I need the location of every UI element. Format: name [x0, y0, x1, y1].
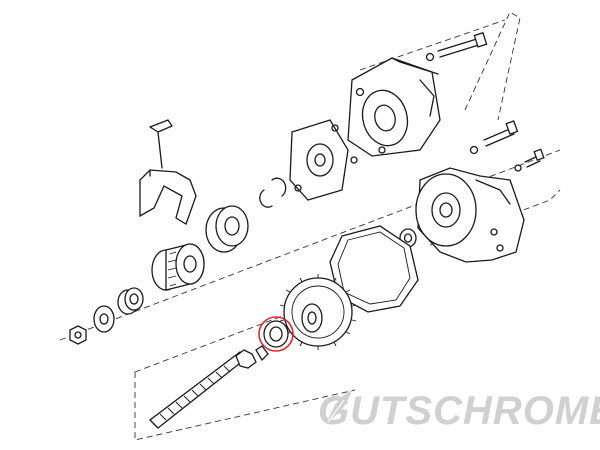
small-washer — [350, 156, 358, 164]
snap-ring-left — [259, 189, 273, 208]
bolt-right — [469, 120, 519, 155]
watermark-right-word: CHROME — [433, 389, 600, 433]
gasket — [329, 225, 419, 313]
highlight-circle — [258, 316, 294, 352]
drive-housing — [347, 57, 441, 157]
end-cover — [415, 167, 525, 263]
washer — [93, 305, 115, 333]
drive-bushing — [205, 205, 249, 253]
hex-nut — [69, 325, 87, 345]
pinion-gear — [151, 243, 205, 291]
feather-icon — [327, 390, 352, 423]
assembly-outline — [134, 11, 561, 441]
bolt-top — [425, 31, 488, 62]
highlighted-bearing — [258, 316, 294, 352]
snap-ring-right — [271, 177, 287, 197]
mounting-plate — [289, 119, 349, 201]
drive-shaft — [149, 345, 269, 429]
shift-lever — [139, 119, 197, 225]
small-bushing — [117, 287, 144, 315]
screw-right — [514, 148, 545, 172]
watermark: GUTS CHROME — [318, 386, 600, 436]
drive-gear — [279, 274, 357, 350]
